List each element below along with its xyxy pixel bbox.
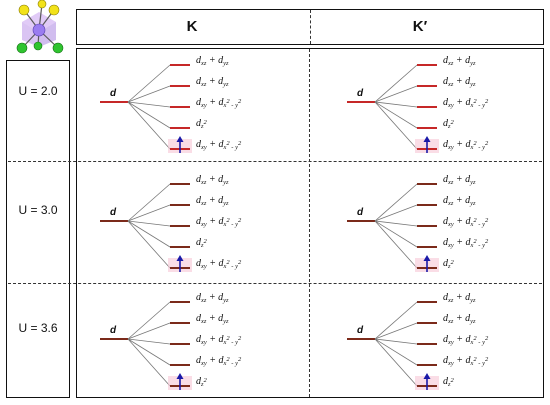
split-connector	[374, 183, 418, 222]
orbital-label: dxz + dyz	[443, 313, 476, 325]
split-connector	[374, 220, 418, 227]
split-connector	[127, 183, 171, 222]
parent-d-label: d	[357, 207, 364, 218]
split-connector	[127, 220, 171, 269]
spin-arrow-head	[423, 136, 431, 142]
orbital-label: dz2	[196, 118, 207, 130]
orbital-label: dxz + dyz	[443, 55, 476, 67]
split-connector	[374, 101, 418, 108]
split-connector	[127, 101, 171, 129]
orbital-label: dxy + dx2 - y2	[196, 97, 242, 109]
spin-arrow-head	[423, 255, 431, 261]
orbital-label: dxy + dx2 - y2	[443, 334, 489, 346]
u-value-column	[6, 60, 70, 398]
orbital-label: dxy + dx2 - y2	[196, 334, 242, 346]
orbital-label: dxz + dyz	[443, 174, 476, 186]
header-divider	[310, 10, 311, 44]
split-connector	[127, 338, 171, 345]
split-connector	[127, 101, 171, 150]
orbital-label: dxz + dyz	[196, 174, 229, 186]
u-value-label: U = 3.0	[18, 203, 58, 217]
orbital-label: dxz + dyz	[443, 292, 476, 304]
orbital-label: dxy + dx2 - y2	[196, 139, 242, 151]
orbital-label: dxy + dx2 - y2	[443, 355, 489, 367]
orbital-label: dxy + dx2 - y2	[443, 216, 489, 228]
spin-arrow-head	[423, 373, 431, 379]
split-connector	[374, 338, 418, 366]
split-connector	[127, 220, 171, 248]
split-connector	[374, 204, 418, 222]
parent-d-label: d	[110, 325, 117, 336]
split-connector	[127, 85, 171, 103]
orbital-label: dxy + dx2 - y2	[196, 216, 242, 228]
column-divider	[309, 49, 310, 397]
orbital-label: dxz + dyz	[196, 313, 229, 325]
split-connector	[374, 338, 418, 387]
split-connector	[127, 322, 171, 340]
parent-d-label: d	[110, 88, 117, 99]
header-row	[76, 9, 544, 45]
split-connector	[127, 338, 171, 387]
split-connector	[127, 338, 171, 366]
orbital-label: dz2	[443, 118, 454, 130]
row-divider-2	[8, 283, 542, 284]
orbital-label: dxz + dyz	[196, 55, 229, 67]
orbital-label: dxz + dyz	[196, 76, 229, 88]
u-value-label: U = 3.6	[18, 321, 58, 335]
split-connector	[374, 220, 418, 269]
orbital-label: dxy + dx2 - y2	[443, 97, 489, 109]
parent-d-label: d	[357, 325, 364, 336]
spin-arrow-head	[176, 373, 184, 379]
orbital-label: dxy + dx2 - y2	[443, 237, 489, 249]
split-connector	[127, 204, 171, 222]
orbital-label: dz2	[443, 258, 454, 270]
spin-arrow-head	[176, 255, 184, 261]
orbital-label: dxz + dyz	[443, 195, 476, 207]
orbital-label: dxy + dx2 - y2	[196, 355, 242, 367]
split-connector	[127, 101, 171, 108]
spin-arrow-head	[176, 136, 184, 142]
orbital-label: dz2	[443, 376, 454, 388]
split-connector	[374, 301, 418, 340]
split-connector	[374, 85, 418, 103]
split-connector	[374, 101, 418, 150]
parent-d-label: d	[110, 207, 117, 218]
split-connector	[374, 322, 418, 340]
orbital-label: dxz + dyz	[443, 76, 476, 88]
split-connector	[127, 220, 171, 227]
orbital-label: dz2	[196, 237, 207, 249]
crystal-structure-icon	[16, 0, 64, 54]
levels-grid	[76, 48, 544, 398]
orbital-label: dxy + dx2 - y2	[443, 139, 489, 151]
split-connector	[127, 64, 171, 103]
orbital-label: dz2	[196, 376, 207, 388]
split-connector	[374, 64, 418, 103]
row-divider-1	[8, 161, 542, 162]
orbital-label: dxy + dx2 - y2	[196, 258, 242, 270]
split-connector	[374, 338, 418, 345]
split-connector	[127, 301, 171, 340]
header-k: K	[186, 18, 198, 35]
parent-d-label: d	[357, 88, 364, 99]
u-value-label: U = 2.0	[18, 84, 58, 98]
split-connector	[374, 101, 418, 129]
header-k-prime: K′	[412, 18, 428, 35]
split-connector	[374, 220, 418, 248]
orbital-label: dxz + dyz	[196, 195, 229, 207]
orbital-label: dxz + dyz	[196, 292, 229, 304]
